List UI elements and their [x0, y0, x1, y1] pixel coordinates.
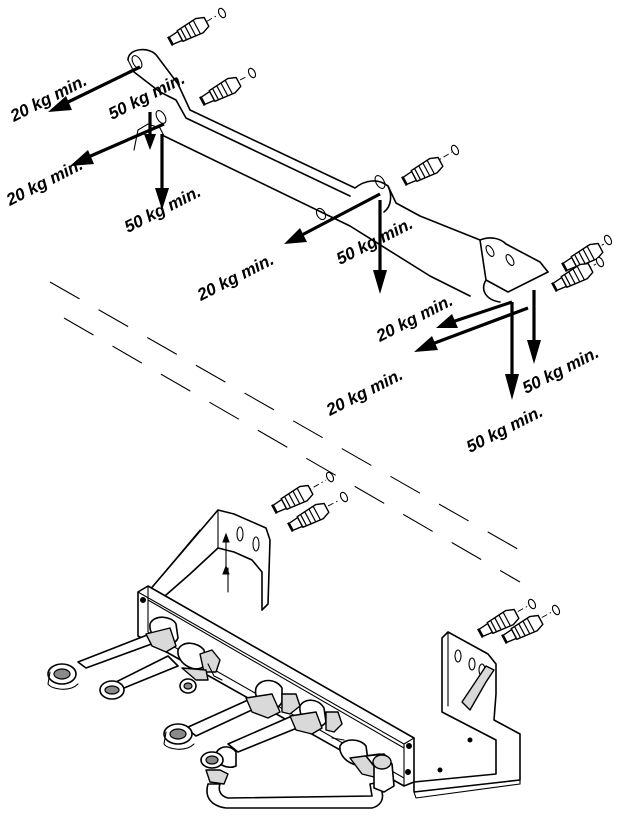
pipe-fitting-5 [206, 737, 395, 809]
load-arrow-3 [70, 122, 165, 166]
load-arrows [48, 65, 541, 400]
wall-plug-upper-3 [398, 143, 461, 190]
load-label-8: 20 kg min. [322, 365, 406, 420]
pipe-fitting-3 [163, 679, 301, 750]
load-arrow-4 [155, 134, 169, 210]
wall-plug-upper-1 [164, 6, 228, 50]
alignment-lines [49, 281, 531, 583]
wall-plug-upper-5 [548, 255, 606, 296]
pipe-fitting-4 [200, 699, 343, 785]
load-arrow-1 [48, 65, 141, 112]
load-label-5: 20 kg min. [193, 250, 277, 305]
load-label-10: 50 kg min. [463, 402, 546, 457]
load-arrow-10 [527, 290, 541, 364]
wall-plug-lower-3 [474, 597, 538, 642]
pipe-fitting-2 [99, 642, 223, 700]
wall-plug-lower-2 [284, 490, 350, 536]
pipe-fitting-1 [47, 616, 179, 690]
load-arrow-6 [373, 200, 387, 294]
load-label-7: 20 kg min. [372, 291, 456, 346]
load-arrow-9 [505, 302, 519, 400]
wall-plug-upper-2 [196, 66, 258, 110]
wall-mounting-rail [127, 48, 549, 303]
load-arrow-2 [144, 112, 156, 150]
wall-plug-lower-4 [498, 603, 562, 648]
load-arrow-5 [284, 192, 381, 244]
wall-plug-lower-1 [268, 470, 336, 518]
load-arrow-7 [436, 300, 513, 328]
load-label-3: 20 kg min. [2, 155, 86, 210]
wall-plug-upper-4 [558, 233, 614, 276]
